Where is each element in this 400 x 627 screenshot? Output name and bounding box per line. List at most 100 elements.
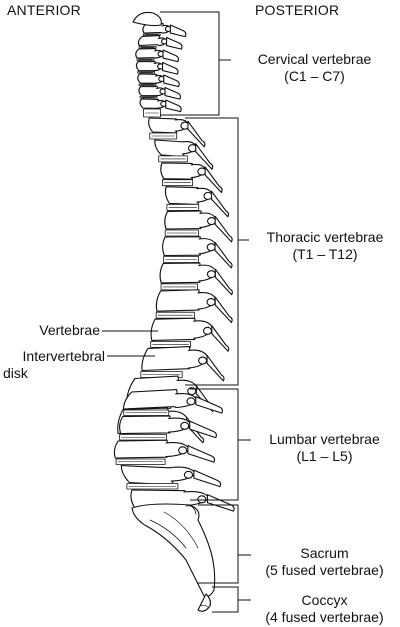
vertebral-body — [139, 98, 160, 110]
vertebral-body — [164, 186, 200, 205]
cervical-range: (C1 – C7) — [284, 68, 345, 84]
disk-callout-line2: disk — [3, 365, 28, 381]
spinous-process — [214, 215, 233, 243]
vertebral-body — [148, 117, 178, 134]
vertebral-body — [122, 388, 179, 410]
disk-callout-line1: Intervertebral — [22, 348, 105, 364]
facet-joint — [183, 470, 194, 479]
vertebral-body — [159, 262, 202, 284]
spinous-process — [162, 62, 179, 75]
thoracic-label: Thoracic vertebrae (T1 – T12) — [250, 229, 400, 263]
facet-joint — [206, 298, 216, 307]
vertebral-body — [150, 317, 197, 341]
sacrum-joint — [185, 505, 197, 515]
coccyx-bracket — [212, 586, 239, 613]
sacrum-shape — [131, 503, 216, 597]
cervical-label: Cervical vertebrae (C1 – C7) — [232, 51, 397, 85]
sacrum-bracket — [198, 504, 239, 584]
vertebra — [164, 186, 230, 218]
spinous-process — [214, 296, 233, 324]
spinous-process — [163, 74, 180, 88]
coccyx-segment — [199, 604, 209, 608]
vertebra — [140, 346, 225, 382]
vertebral-body — [162, 236, 202, 257]
spinous-process — [169, 24, 187, 38]
facet-joint — [197, 495, 207, 504]
vertebral-body — [137, 73, 158, 84]
vertebra — [162, 236, 233, 269]
vertebra — [138, 85, 182, 100]
sacrum-ridge — [163, 511, 199, 549]
spinous-process — [193, 469, 222, 488]
vertebral-body — [119, 415, 172, 435]
thoracic-bracket — [185, 117, 239, 386]
vertebra — [159, 262, 233, 296]
spinous-process — [165, 99, 182, 113]
vertebra — [120, 464, 222, 490]
spinous-process — [206, 494, 235, 512]
thoracic-range: (T1 – T12) — [292, 246, 358, 262]
sacrum-ridge — [149, 519, 187, 549]
lumbar-bracket — [190, 388, 239, 501]
vertebral-body — [138, 85, 160, 97]
posterior-label: POSTERIOR — [255, 2, 340, 18]
spinous-process — [187, 120, 206, 148]
spinous-process — [164, 87, 182, 100]
lumbar-label: Lumbar vertebrae (L1 – L5) — [252, 431, 397, 465]
sacrum-label: Sacrum (5 fused vertebrae) — [252, 545, 397, 579]
vertebra — [137, 73, 180, 88]
spinous-process — [214, 241, 233, 269]
vertebra — [119, 415, 217, 441]
spinal-column — [113, 11, 235, 612]
vertebra — [135, 60, 179, 75]
facet-joint — [178, 446, 188, 455]
vertebral-body — [164, 210, 203, 230]
vertebrae-callout: Vertebrae — [39, 322, 100, 338]
lumbar-range: (L1 – L5) — [296, 448, 353, 464]
spinous-process — [211, 325, 230, 352]
vertebra — [160, 162, 223, 194]
sacrum-name: Sacrum — [300, 545, 349, 561]
vertebra — [154, 139, 214, 170]
spinous-process — [210, 190, 230, 218]
spinous-process — [204, 166, 223, 194]
spinous-process — [189, 420, 217, 439]
facet-joint — [206, 270, 216, 279]
facet-joint — [207, 217, 217, 226]
facet-joint — [198, 356, 208, 365]
vertebra — [113, 439, 216, 465]
intervertebral-disk-callout: Intervertebral disk — [0, 348, 105, 382]
coccyx-label: Coccyx (4 fused vertebrae) — [252, 592, 397, 626]
vertebra — [155, 289, 233, 324]
facet-joint — [202, 326, 213, 335]
atlas-cap — [132, 11, 162, 27]
callout-leader-lines — [102, 330, 158, 357]
facet-joint — [180, 421, 190, 430]
sacrum-range: (5 fused vertebrae) — [265, 562, 384, 578]
facet-joint — [203, 191, 213, 200]
vertebral-body — [135, 60, 157, 72]
anterior-label: ANTERIOR — [7, 2, 81, 18]
spinous-process — [187, 445, 216, 463]
coccyx-shape — [197, 593, 212, 612]
vertebra — [164, 210, 233, 243]
vertebra — [150, 317, 230, 352]
spinous-process — [206, 354, 225, 382]
vertebral-body — [113, 439, 169, 459]
coccyx-name: Coccyx — [301, 592, 348, 608]
spinous-process — [166, 37, 183, 50]
vertebral-body — [137, 35, 161, 47]
spinous-process — [195, 143, 214, 170]
cervical-name: Cervical vertebrae — [257, 51, 372, 67]
thoracic-name: Thoracic vertebrae — [266, 229, 384, 245]
spinous-process — [162, 49, 180, 63]
cervical-bracket — [160, 11, 220, 116]
vertebra — [137, 35, 183, 50]
vertebral-body — [135, 47, 158, 59]
vertebral-body — [155, 289, 201, 312]
vertebral-body — [141, 346, 191, 372]
vertebral-body — [160, 162, 194, 180]
vertebra — [142, 22, 187, 38]
vertebra — [135, 47, 180, 63]
